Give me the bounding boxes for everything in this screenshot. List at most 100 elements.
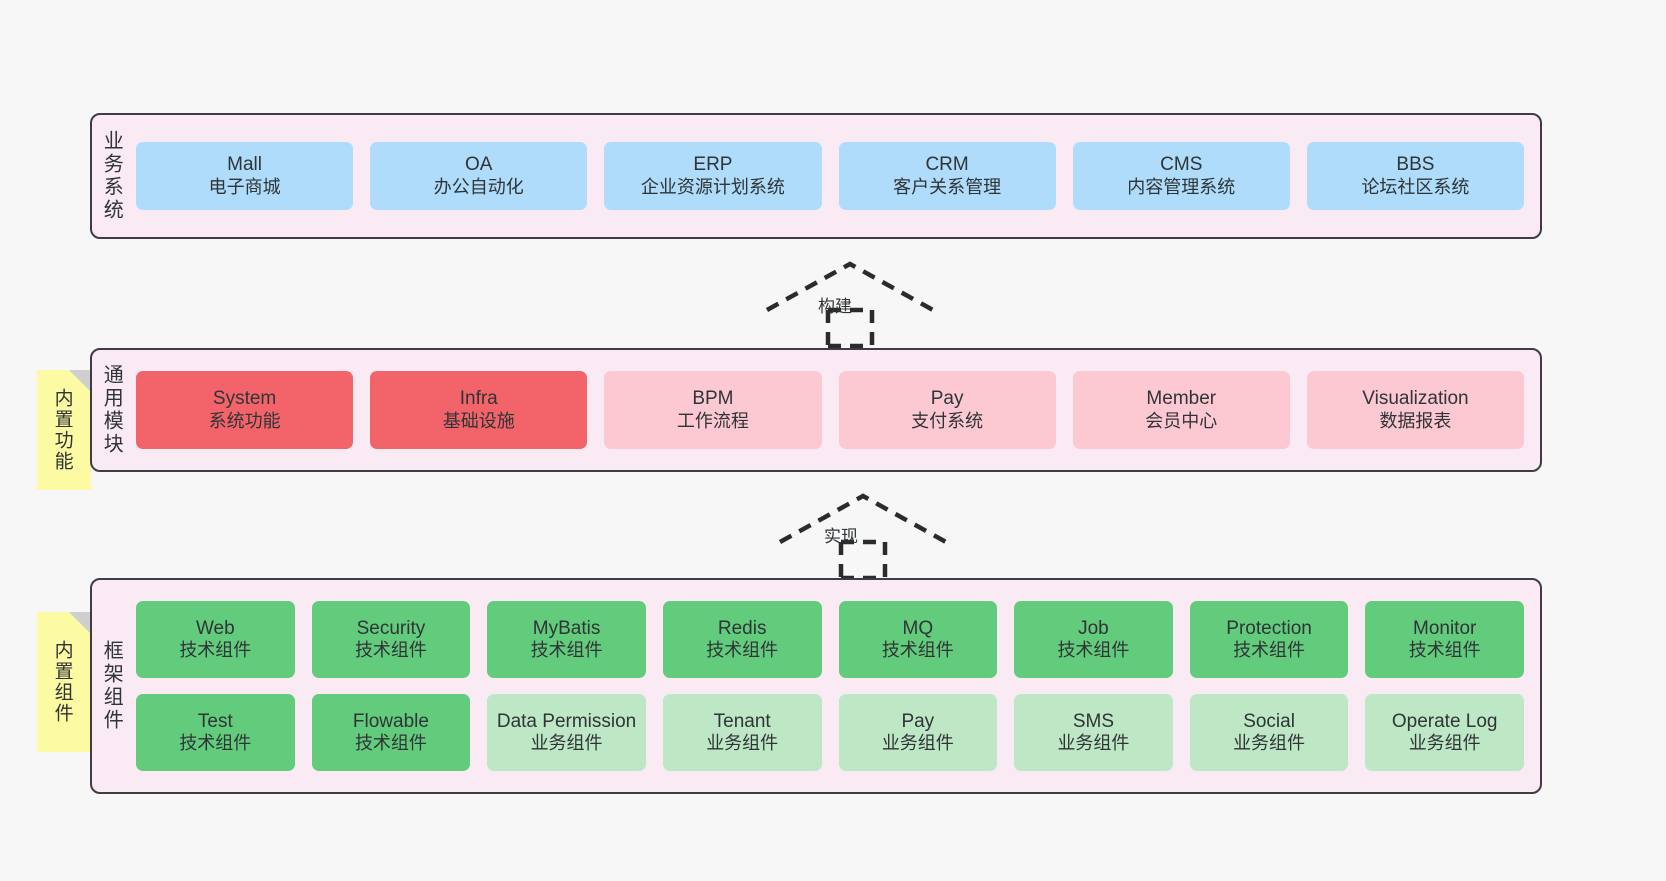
card-subtitle: 业务组件 (706, 733, 779, 754)
note-text: 内置组件 (51, 640, 73, 724)
layer-business-system[interactable]: 业务系统 Mall 电子商城 OA 办公自动化 ERP 企业资源计划系统 CRM… (90, 113, 1542, 239)
card-mybatis[interactable]: MyBatis 技术组件 (487, 601, 646, 678)
layer-body-business-system: Mall 电子商城 OA 办公自动化 ERP 企业资源计划系统 CRM 客户关系… (130, 115, 1540, 237)
card-subtitle: 业务组件 (1233, 733, 1306, 754)
card-subtitle: 系统功能 (208, 410, 281, 431)
card-row: Test 技术组件 Flowable 技术组件 Data Permission … (136, 694, 1524, 771)
note-text: 内置功能 (51, 388, 73, 472)
card-title: Flowable (352, 710, 429, 732)
layer-framework-components[interactable]: 框架组件 Web 技术组件 Security 技术组件 MyBatis 技术组件… (90, 578, 1542, 794)
card-title: ERP (693, 154, 733, 176)
card-subtitle: 内容管理系统 (1127, 176, 1236, 197)
card-protection[interactable]: Protection 技术组件 (1189, 601, 1349, 678)
card-data-permission[interactable]: Data Permission 业务组件 (487, 694, 646, 771)
card-system[interactable]: System 系统功能 (136, 371, 354, 449)
card-pay[interactable]: Pay 支付系统 (838, 371, 1056, 449)
card-title: Monitor (1413, 617, 1477, 639)
card-title: Security (356, 617, 426, 639)
card-subtitle: 工作流程 (676, 410, 749, 431)
card-security[interactable]: Security 技术组件 (311, 601, 471, 678)
card-subtitle: 企业资源计划系统 (640, 176, 785, 197)
card-flowable[interactable]: Flowable 技术组件 (311, 694, 471, 771)
card-title: Social (1243, 710, 1295, 732)
note-builtin-functions[interactable]: 内置功能 (37, 370, 91, 490)
card-subtitle: 基础设施 (442, 410, 515, 431)
card-subtitle: 电子商城 (208, 176, 281, 197)
card-subtitle: 会员中心 (1145, 410, 1218, 431)
card-title: Protection (1226, 617, 1312, 639)
card-title: Job (1078, 617, 1109, 639)
card-subtitle: 技术组件 (1057, 640, 1130, 661)
card-bpm[interactable]: BPM 工作流程 (604, 371, 822, 449)
arrow-build-label: 构建 (818, 297, 852, 316)
card-title: Test (197, 710, 233, 732)
card-oa[interactable]: OA 办公自动化 (370, 142, 588, 210)
card-subtitle: 客户关系管理 (893, 176, 1002, 197)
layer-title-framework-components: 框架组件 (100, 640, 123, 732)
card-title: Visualization (1362, 388, 1469, 410)
card-row: System 系统功能 Infra 基础设施 BPM 工作流程 Pay 支付系统… (136, 371, 1525, 449)
layer-title-business-system: 业务系统 (100, 130, 123, 222)
card-title: Data Permission (496, 710, 637, 732)
arrow-realize-label: 实现 (824, 527, 858, 546)
card-title: Infra (459, 388, 498, 410)
card-title: CMS (1160, 154, 1203, 176)
card-subtitle: 技术组件 (706, 640, 779, 661)
card-title: BPM (692, 388, 734, 410)
card-tenant[interactable]: Tenant 业务组件 (662, 694, 822, 771)
card-visualization[interactable]: Visualization 数据报表 (1306, 371, 1525, 449)
card-operate-log[interactable]: Operate Log 业务组件 (1365, 694, 1524, 771)
note-builtin-components[interactable]: 内置组件 (37, 612, 91, 752)
card-mall[interactable]: Mall 电子商城 (136, 142, 354, 210)
card-bbs[interactable]: BBS 论坛社区系统 (1306, 142, 1525, 210)
card-title: System (212, 388, 277, 410)
card-cms[interactable]: CMS 内容管理系统 (1072, 142, 1290, 210)
card-subtitle: 技术组件 (179, 733, 252, 754)
card-test[interactable]: Test 技术组件 (136, 694, 295, 771)
card-title: Mall (227, 154, 262, 176)
card-subtitle: 技术组件 (354, 640, 427, 661)
card-monitor[interactable]: Monitor 技术组件 (1365, 601, 1524, 678)
layer-common-modules[interactable]: 通用模块 System 系统功能 Infra 基础设施 BPM 工作流程 Pay… (90, 348, 1542, 472)
card-subtitle: 业务组件 (1408, 733, 1481, 754)
card-title: Web (195, 617, 235, 639)
card-subtitle: 支付系统 (911, 410, 984, 431)
card-sms[interactable]: SMS 业务组件 (1014, 694, 1173, 771)
card-subtitle: 技术组件 (1233, 640, 1306, 661)
card-subtitle: 办公自动化 (433, 176, 524, 197)
card-row: Mall 电子商城 OA 办公自动化 ERP 企业资源计划系统 CRM 客户关系… (136, 142, 1525, 210)
card-crm[interactable]: CRM 客户关系管理 (838, 142, 1056, 210)
card-title: MyBatis (532, 617, 601, 639)
card-subtitle: 数据报表 (1379, 410, 1452, 431)
card-subtitle: 论坛社区系统 (1361, 176, 1470, 197)
card-row: Web 技术组件 Security 技术组件 MyBatis 技术组件 Redi… (136, 601, 1524, 678)
card-redis[interactable]: Redis 技术组件 (662, 601, 822, 678)
card-title: MQ (902, 617, 934, 639)
card-title: Pay (930, 388, 964, 410)
card-web[interactable]: Web 技术组件 (136, 601, 295, 678)
card-mq[interactable]: MQ 技术组件 (838, 601, 998, 678)
card-subtitle: 技术组件 (354, 733, 427, 754)
card-infra[interactable]: Infra 基础设施 (370, 371, 588, 449)
layer-title-common-modules: 通用模块 (100, 364, 123, 456)
card-subtitle: 技术组件 (1408, 640, 1481, 661)
layer-body-framework-components: Web 技术组件 Security 技术组件 MyBatis 技术组件 Redi… (130, 580, 1540, 792)
card-title: Operate Log (1391, 710, 1498, 732)
card-erp[interactable]: ERP 企业资源计划系统 (604, 142, 822, 210)
arrow-realize-icon (778, 493, 948, 580)
card-job[interactable]: Job 技术组件 (1014, 601, 1173, 678)
card-pay-business[interactable]: Pay 业务组件 (838, 694, 998, 771)
card-subtitle: 技术组件 (530, 640, 603, 661)
card-subtitle: 业务组件 (530, 733, 603, 754)
card-title: Tenant (713, 710, 771, 732)
card-subtitle: 技术组件 (179, 640, 252, 661)
card-title: Redis (717, 617, 767, 639)
card-social[interactable]: Social 业务组件 (1189, 694, 1349, 771)
card-title: Member (1146, 388, 1217, 410)
layer-body-common-modules: System 系统功能 Infra 基础设施 BPM 工作流程 Pay 支付系统… (130, 350, 1540, 470)
card-member[interactable]: Member 会员中心 (1072, 371, 1290, 449)
card-title: SMS (1072, 710, 1115, 732)
card-title: Pay (901, 710, 935, 732)
card-subtitle: 技术组件 (881, 640, 954, 661)
